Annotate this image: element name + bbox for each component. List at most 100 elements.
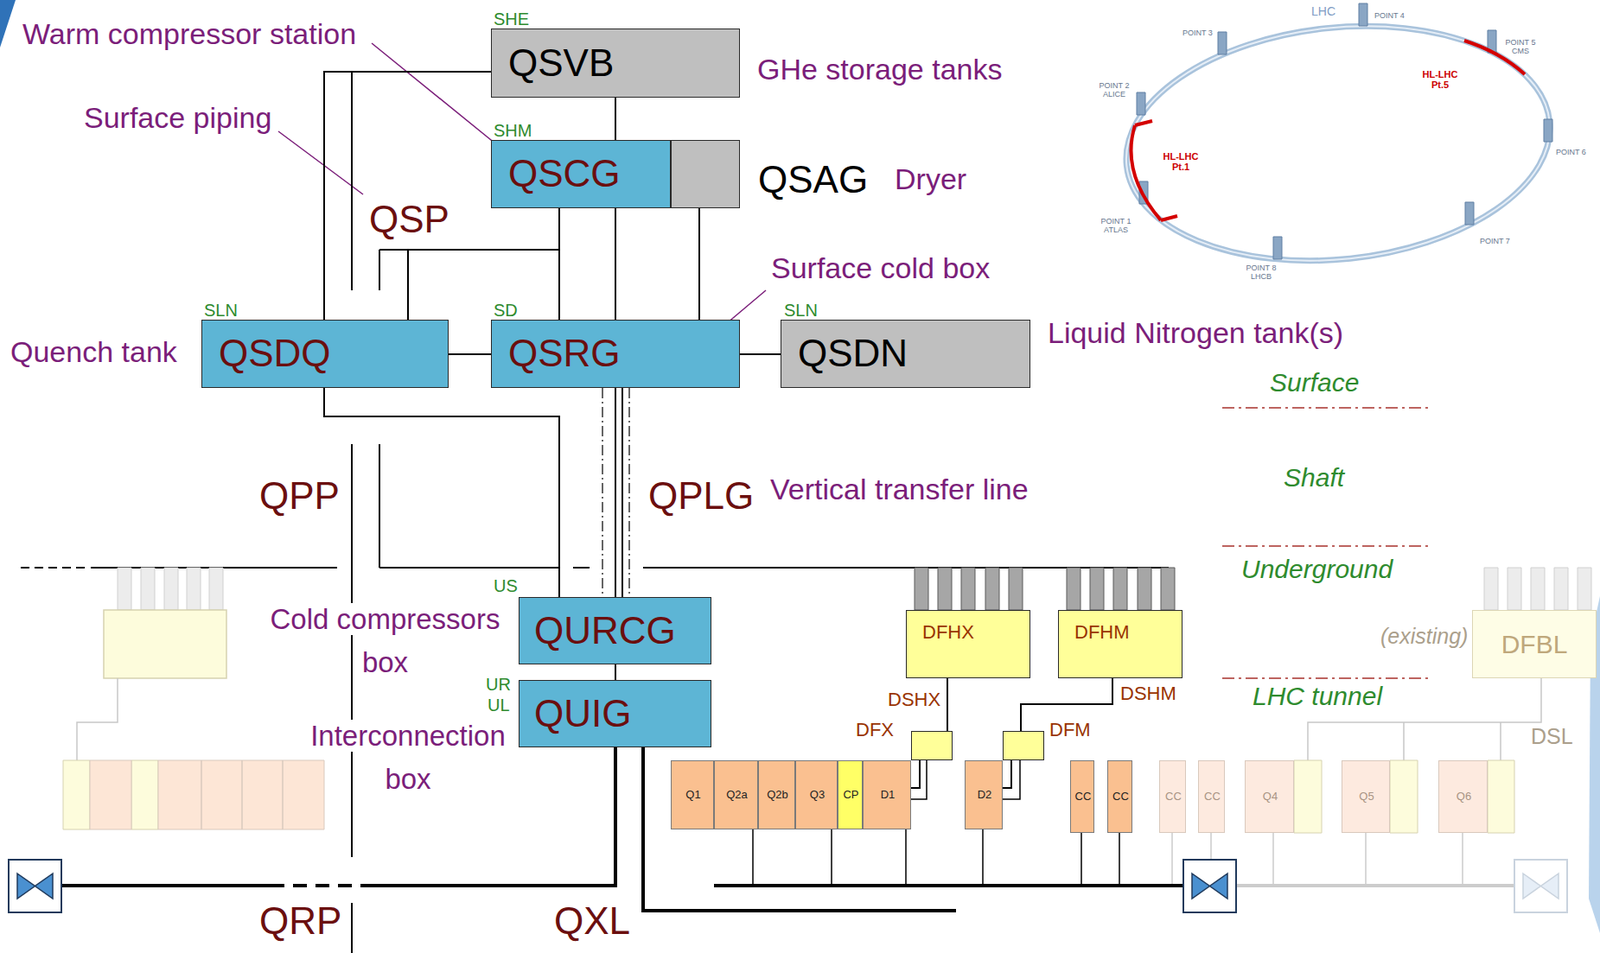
transfer-line-jacket [602,388,630,598]
map-label-box: POINT 1 ATLAS [1099,217,1133,236]
pipe-connector [614,664,617,681]
pipe-connector [614,97,617,141]
label-box: Interconnection box [299,714,517,802]
pipe-connector [946,678,949,732]
label-box: QXL [554,898,631,945]
map-label: LHC [1311,4,1336,19]
shaft-piping [351,444,380,953]
label-box: GHe storage tanks [757,51,1002,88]
magnet-drop-line [752,760,1120,887]
tag-label: SLN [784,300,818,320]
valve-symbol [17,873,53,899]
faded-return-line [1236,884,1515,888]
box-label: Q2b [766,789,789,802]
connector-label-box: DSHX [887,688,941,712]
map-label-box: LHC [1311,5,1336,19]
annotation-label: QSP [369,197,450,241]
pipe-connector [324,388,560,598]
pipe-connector [698,208,701,320]
hl-lhc-section [1130,40,1525,221]
tag-label: SHM [493,121,532,141]
box-label: Q4 [1262,790,1278,804]
annotation-label: Liquid Nitrogen tank(s) [1047,316,1344,350]
box-label: Q2a [726,789,748,802]
tag-label: SLN [203,300,238,320]
magnet-box: CC [1107,760,1133,834]
box-label: CC [1165,790,1182,804]
pipe-connector [614,208,617,320]
annotation-label: Dryer [894,162,967,196]
nitrogen-tank-box: SLNQSDN [780,319,1031,389]
map-label-box: POINT 8 LHCB [1244,264,1278,282]
annotation-label: QXL [554,899,631,943]
tag-label: DFM [1049,720,1091,741]
label-box: LHC tunnel [1252,681,1383,713]
magnet-box: Q1 [670,760,714,830]
interconnection-box: URULQUIG [518,680,712,748]
magnet-box: Q2a [713,760,759,830]
map-label-box: POINT 3 [1182,29,1213,39]
label-box: Dryer [894,161,967,198]
box-label: DFHX [922,622,975,644]
annotation-label: LHC tunnel [1252,682,1383,711]
annotation-label: QRP [259,899,342,943]
pipe-connector [1002,760,1012,789]
magnet-box: Q2b [758,760,796,830]
magnet-box: Q4 [1244,760,1295,834]
box-label: QSCG [508,152,621,195]
annotation-label: Quench tank [10,335,178,369]
feedbox: (existing)DFBL [1472,610,1597,679]
annotation-label: Underground [1241,554,1393,584]
magnet-box: Q6 [1438,760,1488,834]
annotation-label: Surface piping [83,101,272,134]
annotation-label: Cold compressors box [270,603,501,679]
box-label: Q3 [809,789,825,802]
map-label-box: POINT 2 ALICE [1097,82,1131,100]
annotation-label: Interconnection box [310,720,506,796]
map-label-box: POINT 5 CMS [1504,38,1537,57]
connector-label: QPLG [648,474,754,517]
box-label: DFBL [1501,630,1569,659]
box-label: QSDN [797,332,908,375]
label-box: QPP [259,473,340,520]
connector-label-box: DSHM [1120,682,1177,706]
box-label: Q1 [685,789,701,802]
pipe-connector [614,388,617,598]
label-box: QRP [259,898,342,945]
annotation-label: Shaft [1283,463,1345,492]
label-box: DSL [1530,723,1574,750]
box-label: QSRG [508,332,621,375]
magnet-box: CC [1070,760,1095,834]
annotation-label: Warm compressor station [22,17,357,51]
pipe-connector [558,208,561,320]
magnet-box: CP [837,760,863,830]
map-label-box: POINT 4 [1374,12,1405,21]
magnet-box: Q5 [1341,760,1390,834]
faded-magnet-pink [89,760,325,830]
box-label: CP [842,789,859,802]
tag-label: QSAG [758,159,868,201]
box-label: D1 [880,789,896,802]
magnet-box: CC [1159,760,1186,834]
label-box: Surface cold box [771,250,990,287]
map-label-box: POINT 6 [1555,148,1587,158]
connector-label-box: QPLG [648,473,754,520]
label-box: Cold compressors box [257,598,513,685]
box-label: QURCG [534,610,676,652]
label-box: Liquid Nitrogen tank(s) [1047,315,1344,351]
annotation-label: QPP [259,474,340,517]
label-box: Warm compressor station [22,16,357,52]
pipe-connector [911,760,920,789]
magnet-box: CC [1198,760,1225,834]
box-label: QUIG [534,693,632,735]
feedbox: DFHX [905,610,1031,679]
map-label-box: HL-LHC Pt.5 [1417,69,1463,90]
map-label: POINT 7 [1479,236,1511,246]
tag-label: (existing) [1380,624,1468,650]
connector-label: DSHM [1120,682,1177,705]
label-box: Vertical transfer line [770,471,1029,508]
compressor-box: SHMQSCG [490,140,671,209]
map-label: POINT 1 ATLAS [1101,216,1132,235]
map-label: POINT 3 [1182,28,1213,38]
